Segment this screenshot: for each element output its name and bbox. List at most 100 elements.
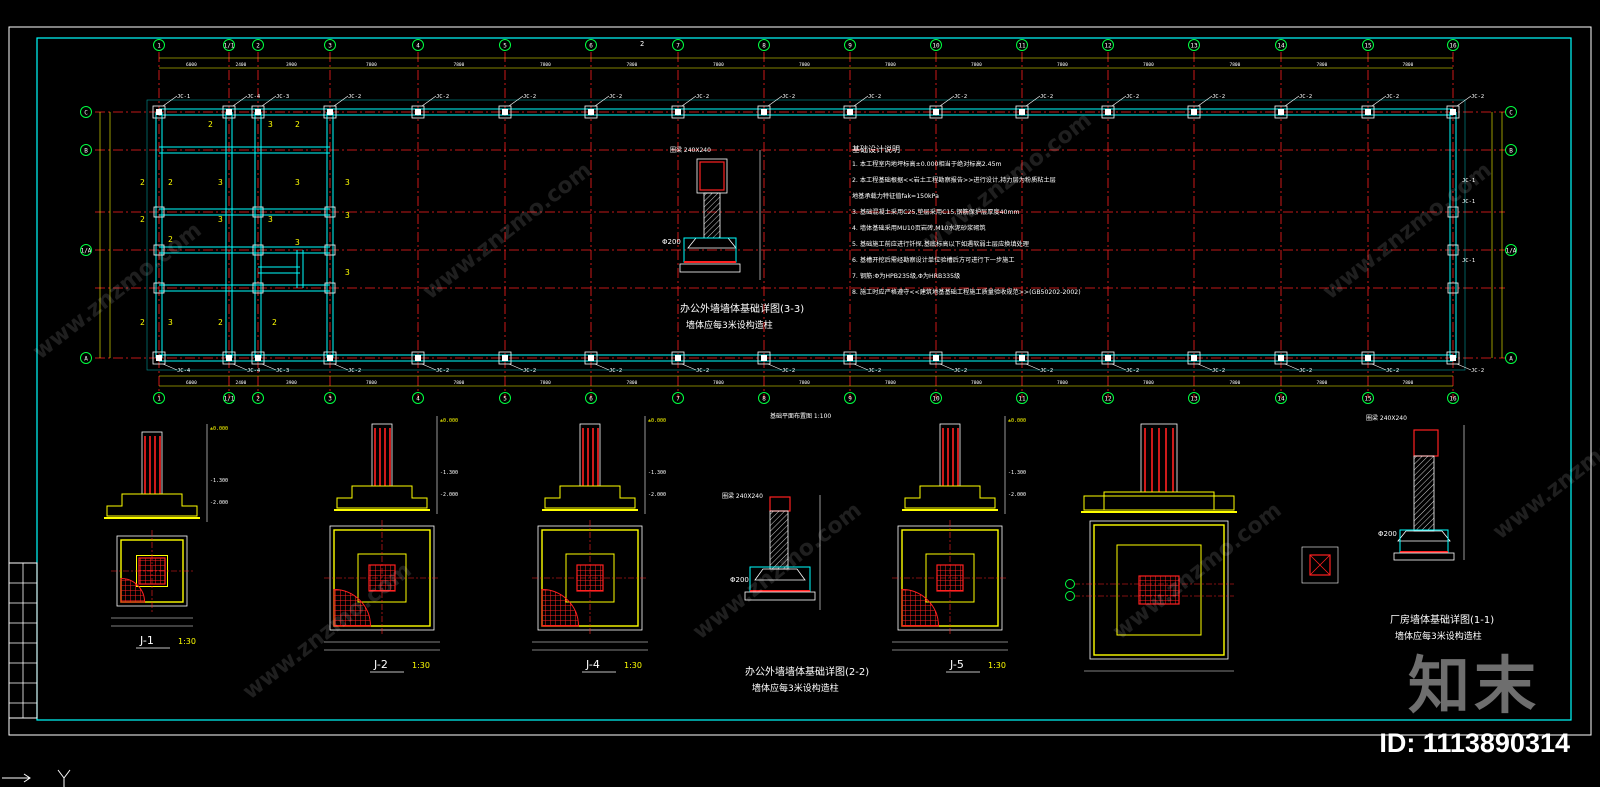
column-tag: JC-2: [1126, 368, 1139, 374]
beam-label-22: 圈梁 240X240: [722, 492, 763, 500]
room-number: 2: [208, 120, 213, 129]
footing-step: [106, 493, 198, 517]
room-number: 3: [345, 211, 350, 220]
notes-line: 地基承载力特征值fak=150kPa: [852, 192, 939, 200]
footing-rebar-mesh: [120, 577, 146, 603]
room-number: 3: [295, 178, 300, 187]
dim-label: 7800: [1317, 62, 1328, 68]
dia-label-22: Φ200: [730, 576, 749, 584]
section-1-1-detail: 圈梁 240X240 Φ200 厂房墙体基础详图(1-1) 墙体应每3米设构造柱: [1366, 414, 1494, 642]
section-11-title: 厂房墙体基础详图(1-1): [1390, 613, 1494, 626]
column-core: [255, 109, 261, 115]
axis-bubble: [1065, 579, 1075, 589]
column-footing: [929, 351, 943, 365]
axis-bubble: [1447, 392, 1459, 404]
axis-bubble-label: C: [1509, 110, 1513, 117]
column-footing: [498, 105, 512, 119]
column-tag: JC-2: [782, 368, 795, 374]
room-number: 2: [140, 318, 145, 327]
tag-leader: [261, 95, 277, 107]
column-footing: [153, 282, 165, 294]
room-number: 3: [168, 318, 173, 327]
dim-label-bottom: 7800: [1317, 380, 1328, 386]
axis-bubble-label: 15: [1364, 396, 1372, 403]
column-footing: [1447, 282, 1459, 294]
footing-rebar-mesh: [901, 589, 939, 627]
column-tag: JC-1: [177, 94, 190, 100]
axis-bubble: [1102, 392, 1114, 404]
tag-leader: [333, 95, 349, 107]
column-tag: JC-2: [1386, 94, 1399, 100]
elev-label: -2.000: [1008, 492, 1026, 498]
column-footing: [498, 351, 512, 365]
tag-leader: [1371, 95, 1387, 107]
axis-bubble: [252, 39, 264, 51]
tag-leader: [162, 95, 178, 107]
tag-leader: [767, 363, 783, 371]
tag-leader: [162, 363, 178, 371]
dim-label-bottom: 7800: [1230, 380, 1241, 386]
column-footing: [1446, 105, 1460, 119]
dim-label: 7800: [454, 62, 465, 68]
tag-leader: [1371, 363, 1387, 371]
axis-bubble-label: 1/1: [224, 43, 235, 50]
footing-label: J-5: [949, 658, 964, 671]
room-number: 2: [168, 178, 173, 187]
column-footing: [1447, 206, 1459, 218]
footing-plan-step: [1116, 544, 1202, 636]
room-number: 2: [168, 235, 173, 244]
column-footing: [252, 244, 264, 256]
column-tag: JC-2: [523, 368, 536, 374]
column-tag: JC-2: [436, 368, 449, 374]
footing-label: J-2: [373, 658, 388, 671]
axis-bubble: [758, 392, 770, 404]
axis-bubble: [758, 39, 770, 51]
elev-label: ±0.000: [648, 418, 666, 424]
tag-leader: [681, 95, 697, 107]
dim-label: 7800: [1403, 62, 1414, 68]
column-footing: [324, 282, 336, 294]
axis-bubble: [1362, 392, 1374, 404]
dim-label: 3900: [286, 62, 297, 68]
axis-bubble: [252, 392, 264, 404]
axis-bubble-label: 3: [328, 396, 332, 403]
axis-bubble: [1016, 392, 1028, 404]
footing-scale: 1:30: [412, 661, 430, 670]
column-footing: [843, 351, 857, 365]
tag-leader: [261, 363, 277, 371]
axis-bubble: [1102, 39, 1114, 51]
foundation-plan-grid: 6000600024002400390039007800780078007800…: [95, 52, 1505, 398]
axis-bubble-label: 15: [1364, 43, 1372, 50]
dim-label-bottom: 7800: [454, 380, 465, 386]
tag-leader: [1197, 363, 1213, 371]
column-core: [1450, 355, 1456, 361]
tag-leader: [1456, 363, 1472, 371]
column-footing: [252, 282, 264, 294]
column-tag: JC-2: [1299, 368, 1312, 374]
dim-label-bottom: 7800: [627, 380, 638, 386]
axis-bubble: [1188, 392, 1200, 404]
grid-axis-bubbles: 111/11/122334455667788991010111112121313…: [80, 39, 1517, 404]
dim-label-bottom: 7800: [366, 380, 377, 386]
axis-bubble: [153, 392, 165, 404]
dim-label-bottom: 6000: [186, 380, 197, 386]
section-33-title: 办公外墙墙体基础详图(3-3): [680, 302, 804, 315]
section-2-2-detail: 圈梁 240X240 Φ200 办公外墙墙体基础详图(2-2) 墙体应每3米设构…: [722, 492, 869, 694]
foundation-plan-walls: [146, 99, 1466, 371]
axis-bubble-label: C: [84, 110, 88, 117]
section-22-title: 办公外墙墙体基础详图(2-2): [745, 665, 869, 678]
column-footing: [152, 105, 166, 119]
column-core: [327, 355, 333, 361]
column-footing: [1187, 351, 1201, 365]
axis-bubble: [412, 39, 424, 51]
column-core: [1450, 109, 1456, 115]
axis-bubble-label: 7: [676, 396, 680, 403]
tag-leader: [939, 95, 955, 107]
dim-label: 6000: [186, 62, 197, 68]
column-tag: JC-2: [609, 94, 622, 100]
notes-line: 1. 本工程室内地坪标高±0.000相当于绝对标高2.45m: [852, 160, 1002, 168]
dim-label: 7800: [885, 62, 896, 68]
axis-bubble-label: 9: [848, 43, 852, 50]
axis-bubble: [585, 39, 597, 51]
tag-leader: [1025, 95, 1041, 107]
